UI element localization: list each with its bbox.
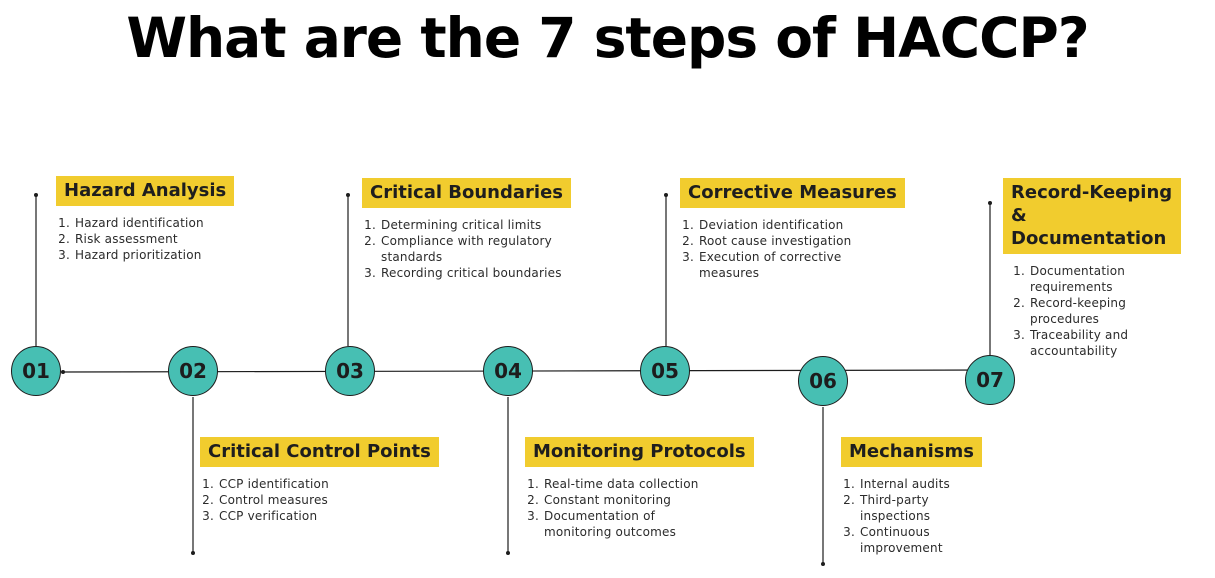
step-title: Critical Control Points (200, 437, 439, 467)
list-item: Root cause investigation (698, 233, 863, 249)
timeline-start-dot (61, 370, 65, 374)
step-items: Hazard identification Risk assessment Ha… (56, 215, 286, 263)
list-item: CCP verification (218, 508, 460, 524)
list-item: Third-party inspections (859, 492, 971, 524)
list-item: Continuous improvement (859, 524, 971, 556)
step-card-03: Critical Boundaries Determining critical… (362, 178, 574, 281)
list-item: Execution of corrective measures (698, 249, 863, 281)
step-title: Record-Keeping & Documentation (1003, 178, 1181, 254)
step-title: Mechanisms (841, 437, 982, 467)
step-node-02: 02 (168, 346, 218, 396)
step-title: Monitoring Protocols (525, 437, 754, 467)
step-card-01: Hazard Analysis Hazard identification Ri… (56, 176, 286, 263)
leader-dot-04 (506, 551, 510, 555)
list-item: Risk assessment (74, 231, 286, 247)
step-card-06: Mechanisms Internal audits Third-party i… (841, 437, 991, 556)
step-card-07: Record-Keeping & Documentation Documenta… (1003, 178, 1209, 359)
step-items: Internal audits Third-party inspections … (841, 476, 971, 556)
step-items: Deviation identification Root cause inve… (680, 217, 863, 281)
list-item: Control measures (218, 492, 460, 508)
page-title: What are the 7 steps of HACCP? (126, 6, 1089, 70)
list-item: Record-keeping procedures (1029, 295, 1151, 327)
list-item: Hazard identification (74, 215, 286, 231)
step-title: Critical Boundaries (362, 178, 571, 208)
list-item: CCP identification (218, 476, 460, 492)
step-card-05: Corrective Measures Deviation identifica… (680, 178, 910, 281)
step-node-04: 04 (483, 346, 533, 396)
step-items: Determining critical limits Compliance w… (362, 217, 574, 281)
step-items: CCP identification Control measures CCP … (200, 476, 460, 524)
list-item: Real-time data collection (543, 476, 715, 492)
step-node-01: 01 (11, 346, 61, 396)
leader-dot-06 (821, 562, 825, 566)
list-item: Constant monitoring (543, 492, 715, 508)
list-item: Traceability and accountability (1029, 327, 1151, 359)
leader-dot-01 (34, 193, 38, 197)
step-node-06: 06 (798, 356, 848, 406)
step-title: Corrective Measures (680, 178, 905, 208)
list-item: Documentation of monitoring outcomes (543, 508, 715, 540)
leader-dot-07 (988, 201, 992, 205)
leader-dot-05 (664, 193, 668, 197)
list-item: Internal audits (859, 476, 971, 492)
list-item: Compliance with regulatory standards (380, 233, 574, 265)
step-items: Real-time data collection Constant monit… (525, 476, 715, 540)
list-item: Documentation requirements (1029, 263, 1151, 295)
step-card-02: Critical Control Points CCP identificati… (200, 437, 460, 524)
list-item: Recording critical boundaries (380, 265, 574, 281)
leader-dot-02 (191, 551, 195, 555)
step-card-04: Monitoring Protocols Real-time data coll… (525, 437, 765, 540)
step-items: Documentation requirements Record-keepin… (1011, 263, 1151, 359)
list-item: Determining critical limits (380, 217, 574, 233)
step-node-05: 05 (640, 346, 690, 396)
step-node-07: 07 (965, 355, 1015, 405)
leader-dot-03 (346, 193, 350, 197)
step-node-03: 03 (325, 346, 375, 396)
list-item: Deviation identification (698, 217, 863, 233)
list-item: Hazard prioritization (74, 247, 286, 263)
step-title: Hazard Analysis (56, 176, 235, 206)
